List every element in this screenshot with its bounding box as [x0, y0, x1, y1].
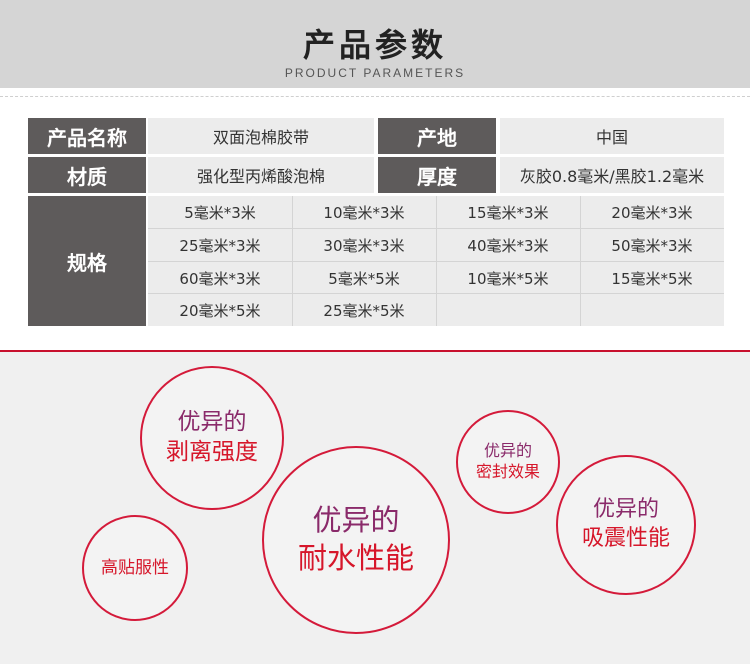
- label-product-name: 产品名称: [28, 118, 146, 154]
- spec-cell: 20毫米*3米: [611, 203, 693, 222]
- spec-cell: 60毫米*3米: [179, 269, 261, 288]
- grid-line: [148, 228, 724, 229]
- spec-cell: 5毫米*3米: [184, 203, 256, 222]
- spec-cell: 10毫米*3米: [323, 203, 405, 222]
- spec-cell: 15毫米*3米: [467, 203, 549, 222]
- page-title: 产品参数: [302, 26, 447, 64]
- value-origin: 中国: [500, 118, 724, 154]
- feature-peel-line2: 剥离强度: [166, 439, 258, 465]
- feature-seal-line2: 密封效果: [475, 462, 540, 481]
- spec-cell: 40毫米*3米: [467, 236, 549, 255]
- spec-cell-highlight: 5毫米*5米: [328, 269, 400, 288]
- feature-conformability: 高贴服性: [82, 515, 188, 621]
- feature-peel-line1: 优异的: [177, 409, 247, 436]
- page-subtitle: PRODUCT PARAMETERS: [284, 66, 466, 80]
- label-spec: 规格: [28, 196, 146, 326]
- spec-cell: 30毫米*3米: [323, 236, 405, 255]
- feature-shock-absorption: 优异的 吸震性能: [556, 455, 696, 595]
- spec-cell-highlight: 15毫米*5米: [611, 269, 693, 288]
- grid-line: [148, 261, 724, 262]
- spec-cell-highlight: 20毫米*5米: [179, 301, 261, 320]
- value-product-name: 双面泡棉胶带: [148, 118, 374, 154]
- feature-conform-label: 高贴服性: [101, 557, 169, 578]
- spec-cell: 50毫米*3米: [611, 236, 693, 255]
- section-header: 产品参数 PRODUCT PARAMETERS: [0, 0, 750, 88]
- feature-shock-line2: 吸震性能: [581, 526, 670, 551]
- feature-sealing: 优异的 密封效果: [456, 410, 560, 514]
- spec-cell: 25毫米*3米: [179, 236, 261, 255]
- feature-water-line1: 优异的: [312, 503, 400, 538]
- feature-water-resistance: 优异的 耐水性能: [262, 446, 450, 634]
- label-material: 材质: [28, 157, 146, 193]
- spec-cell-highlight: 25毫米*5米: [323, 301, 405, 320]
- section-divider: [0, 350, 750, 352]
- value-material: 强化型丙烯酸泡棉: [148, 157, 374, 193]
- value-thickness: 灰胶0.8毫米/黑胶1.2毫米: [500, 157, 724, 193]
- label-origin: 产地: [378, 118, 496, 154]
- grid-line: [148, 293, 724, 294]
- feature-seal-line1: 优异的: [483, 441, 532, 461]
- label-thickness: 厚度: [378, 157, 496, 193]
- feature-peel-strength: 优异的 剥离强度: [140, 366, 284, 510]
- dashed-divider: [0, 96, 750, 97]
- feature-water-line2: 耐水性能: [297, 541, 414, 575]
- spec-cell-highlight: 10毫米*5米: [467, 269, 549, 288]
- feature-shock-line1: 优异的: [592, 497, 659, 523]
